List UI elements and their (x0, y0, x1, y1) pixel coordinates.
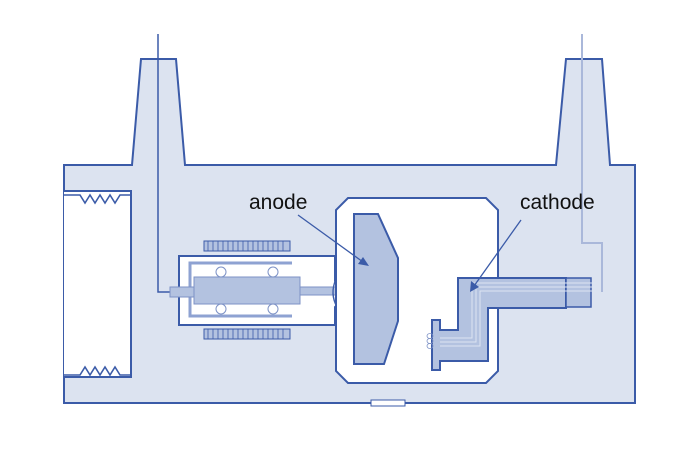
anode-disk (353, 213, 399, 365)
left-window (64, 190, 132, 378)
anode-pointer-arrowhead (358, 257, 369, 266)
top-spring-zigzag (64, 193, 131, 205)
cathode-label: cathode (520, 191, 595, 214)
stator-coil-top (203, 240, 291, 252)
left-wire (157, 34, 172, 293)
right-wire (581, 34, 603, 292)
anode-label: anode (249, 191, 308, 214)
rotor-stem (169, 286, 197, 298)
cathode-pointer-arrowhead (470, 281, 479, 292)
anode-pointer-arrow (297, 214, 364, 263)
cathode-filament-coil (426, 333, 434, 349)
cathode-assembly (431, 277, 567, 371)
stator-coil-bottom (203, 328, 291, 340)
stator-coil-top-windings (207, 241, 284, 251)
bearing-ball-bottom-left (215, 303, 227, 315)
cathode-feedthrough (565, 277, 592, 308)
stator-coil-bottom-windings (207, 329, 284, 339)
cathode-filament-leads (440, 282, 596, 347)
cathode-pointer-arrow (473, 219, 522, 287)
bearing-ball-top-right (267, 266, 279, 278)
bearing-ball-top-left (215, 266, 227, 278)
bottom-port (370, 399, 406, 407)
rotor-core (193, 276, 301, 305)
bearing-ball-bottom-right (267, 303, 279, 315)
bottom-spring-zigzag (64, 365, 131, 377)
